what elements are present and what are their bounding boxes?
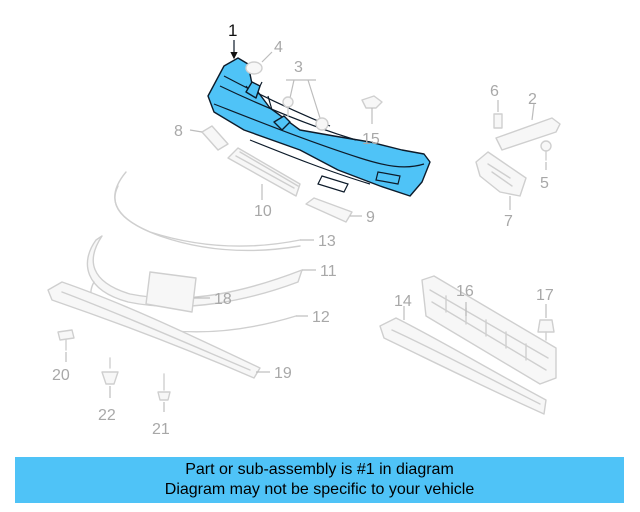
strip-part-13 <box>114 171 314 252</box>
fog-cover-part-9 <box>305 197 362 223</box>
callout-17: 17 <box>536 287 554 304</box>
side-bracket-part-7 <box>475 151 527 210</box>
grille-part-10 <box>227 147 301 200</box>
callout-5: 5 <box>540 175 549 192</box>
parts-diagram: 1 4 3 15 8 10 9 6 <box>47 21 561 438</box>
callout-2: 2 <box>528 91 537 108</box>
callout-22: 22 <box>98 407 116 424</box>
callout-11: 11 <box>320 263 337 280</box>
callout-7: 7 <box>504 213 513 230</box>
callout-3: 3 <box>294 59 303 76</box>
reinforcement-part-16 <box>421 275 557 385</box>
bolt-part-6 <box>493 100 503 129</box>
info-banner: Part or sub-assembly is #1 in diagram Di… <box>15 457 624 503</box>
banner-line-2: Diagram may not be specific to your vehi… <box>164 481 475 498</box>
bracket-part-2 <box>495 103 561 151</box>
bolt-part-5 <box>540 140 552 170</box>
banner-line-1: Part or sub-assembly is #1 in diagram <box>185 461 454 478</box>
callout-16: 16 <box>456 283 474 300</box>
callout-15: 15 <box>362 131 380 148</box>
clip-part-17 <box>537 304 555 341</box>
callout-19: 19 <box>274 365 292 382</box>
callout-4: 4 <box>274 39 283 56</box>
absorber-part-11 <box>86 235 316 308</box>
callout-6: 6 <box>490 83 499 100</box>
bumper-cover-part-1[interactable] <box>207 57 431 197</box>
spoiler-part-19 <box>47 281 270 379</box>
clip-part-20 <box>57 329 75 362</box>
screw-part-21 <box>157 373 171 412</box>
callout-14: 14 <box>394 293 412 310</box>
callout-13: 13 <box>318 233 336 250</box>
plate-bracket-part-18 <box>145 271 210 313</box>
callout-20: 20 <box>52 367 70 384</box>
callout-1: 1 <box>228 21 237 40</box>
beam-part-14 <box>379 306 547 415</box>
clip-part-4 <box>245 51 273 75</box>
clip-part-22 <box>101 357 119 398</box>
callout-21: 21 <box>152 421 170 438</box>
callout-18: 18 <box>214 291 232 308</box>
reflector-part-8 <box>189 125 229 151</box>
callout-12: 12 <box>312 309 330 326</box>
callout-8: 8 <box>174 123 183 140</box>
push-clip-part-15 <box>361 95 383 124</box>
callout-10: 10 <box>254 203 272 220</box>
callout-9: 9 <box>366 209 375 226</box>
bolt-part-3 <box>282 79 329 131</box>
